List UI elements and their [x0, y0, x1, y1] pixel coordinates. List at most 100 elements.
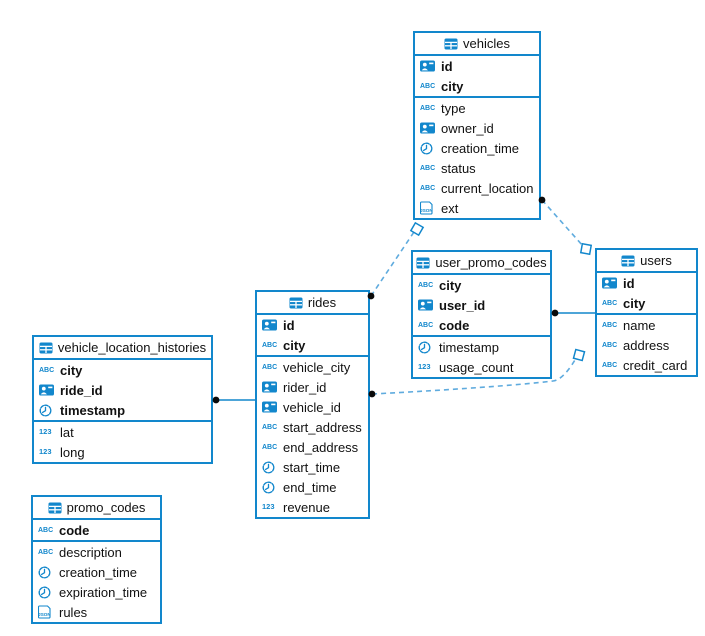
- id-type-icon: [420, 60, 438, 72]
- column-name: vehicle_city: [283, 359, 351, 375]
- column-row-owner_id[interactable]: owner_id: [415, 118, 539, 138]
- timestamp-type-icon: [420, 141, 438, 155]
- column-row-ride_id[interactable]: ride_id: [34, 380, 211, 400]
- table-name: rides: [307, 295, 337, 310]
- number-type-icon: 123: [262, 502, 275, 512]
- text-type-icon: ABC: [602, 299, 618, 307]
- timestamp-type-icon: [262, 460, 280, 474]
- json-type-icon: JSON: [38, 605, 56, 619]
- column-name: code: [439, 317, 470, 333]
- column-row-status[interactable]: ABC status: [415, 158, 539, 178]
- table-name: user_promo_codes: [435, 255, 547, 270]
- svg-text:JSON: JSON: [420, 208, 433, 213]
- column-row-creation_time[interactable]: creation_time: [415, 138, 539, 158]
- column-row-vehicle_city[interactable]: ABC vehicle_city: [257, 357, 368, 377]
- table-header-user_promo_codes[interactable]: user_promo_codes: [413, 252, 550, 275]
- column-row-end_address[interactable]: ABC end_address: [257, 437, 368, 457]
- column-row-timestamp[interactable]: timestamp: [34, 400, 211, 420]
- column-row-ext[interactable]: JSON ext: [415, 198, 539, 218]
- id-type-icon: [602, 277, 620, 289]
- table-icon: [289, 297, 303, 309]
- column-row-timestamp[interactable]: timestamp: [413, 337, 550, 357]
- id-type-icon: [39, 384, 57, 396]
- column-row-vehicle_id[interactable]: vehicle_id: [257, 397, 368, 417]
- text-type-icon: ABC: [420, 164, 436, 172]
- table-header-vehicle_location_histories[interactable]: vehicle_location_histories: [34, 337, 211, 360]
- column-name: start_time: [283, 459, 341, 475]
- column-row-start_time[interactable]: start_time: [257, 457, 368, 477]
- column-name: status: [441, 160, 476, 176]
- column-name: id: [623, 275, 635, 291]
- column-row-revenue[interactable]: 123 revenue: [257, 497, 368, 517]
- column-name: city: [623, 295, 646, 311]
- text-type-icon: ABC: [418, 281, 434, 289]
- column-name: creation_time: [59, 564, 138, 580]
- column-name: end_address: [283, 439, 359, 455]
- column-row-id[interactable]: id: [257, 315, 368, 335]
- column-name: code: [59, 522, 90, 538]
- text-type-icon: ABC: [602, 341, 618, 349]
- column-name: ext: [441, 200, 459, 216]
- text-type-icon: ABC: [262, 363, 278, 371]
- column-name: credit_card: [623, 357, 688, 373]
- column-row-id[interactable]: id: [415, 56, 539, 76]
- column-row-end_time[interactable]: end_time: [257, 477, 368, 497]
- column-name: description: [59, 544, 122, 560]
- column-name: ride_id: [60, 382, 103, 398]
- text-type-icon: ABC: [262, 341, 278, 349]
- text-type-icon: ABC: [420, 104, 436, 112]
- table-icon: [621, 255, 635, 267]
- table-icon: [416, 257, 430, 269]
- column-row-id[interactable]: id: [597, 273, 696, 293]
- id-type-icon: [262, 381, 280, 393]
- column-name: type: [441, 100, 466, 116]
- json-type-icon: JSON: [420, 201, 438, 215]
- column-name: id: [441, 58, 453, 74]
- number-type-icon: 123: [39, 447, 52, 457]
- column-row-user_id[interactable]: user_id: [413, 295, 550, 315]
- text-type-icon: ABC: [262, 443, 278, 451]
- column-row-type[interactable]: ABC type: [415, 98, 539, 118]
- column-row-expiration_time[interactable]: expiration_time: [33, 582, 160, 602]
- column-name: lat: [60, 424, 74, 440]
- table-header-users[interactable]: users: [597, 250, 696, 273]
- column-row-creation_time[interactable]: creation_time: [33, 562, 160, 582]
- column-row-rider_id[interactable]: rider_id: [257, 377, 368, 397]
- table-header-vehicles[interactable]: vehicles: [415, 33, 539, 56]
- column-name: timestamp: [60, 402, 126, 418]
- id-type-icon: [420, 122, 438, 134]
- table-header-promo_codes[interactable]: promo_codes: [33, 497, 160, 520]
- table-header-rides[interactable]: rides: [257, 292, 368, 315]
- column-row-city[interactable]: ABC city: [597, 293, 696, 313]
- column-name: revenue: [283, 499, 330, 515]
- table-icon: [39, 342, 53, 354]
- table-name: vehicle_location_histories: [57, 340, 207, 355]
- column-name: expiration_time: [59, 584, 148, 600]
